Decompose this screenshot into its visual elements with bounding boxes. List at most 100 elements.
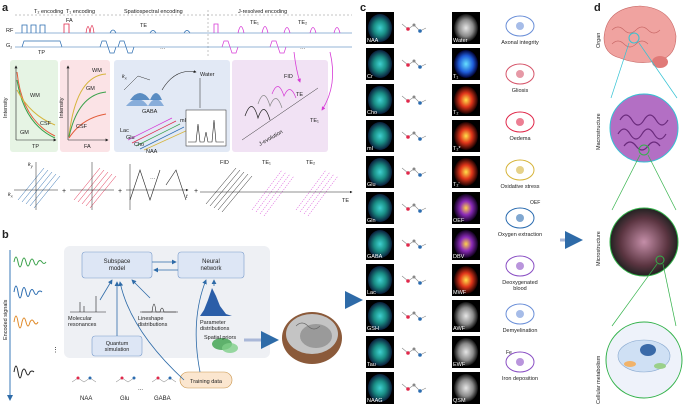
molecule-icon <box>401 347 427 357</box>
jres-fid: FID <box>284 74 293 80</box>
metabolite-map-gln: Gln <box>366 192 427 224</box>
te-label-a: TE <box>140 23 147 29</box>
molecule-ellipsis: ... <box>138 386 143 392</box>
fe-icon-label: Fe <box>506 350 512 356</box>
parameter-map-3: T₂* <box>452 120 480 152</box>
metabolite-label: Tau <box>367 362 376 368</box>
level-macrostructure: Macrostructure <box>596 113 602 150</box>
molecule-icon <box>401 59 427 69</box>
biomarker-label: Iron deposition <box>502 376 538 382</box>
organ-brain: Organ <box>596 5 677 68</box>
molecule-gaba: GABA <box>154 396 171 402</box>
plot2-ylabel: Intensity <box>59 97 65 118</box>
spectral-gaba: GABA <box>142 109 158 115</box>
t1-relaxation-plot: Intensity FA WM GM CSF <box>59 60 110 152</box>
plot2-curve-csf: CSF <box>76 124 88 130</box>
biomarker-4: Oxygen extraction <box>498 207 542 238</box>
kspace-plus-1: + <box>62 188 66 195</box>
parameter-label: MWF <box>453 290 467 296</box>
panel-b-letter: b <box>2 229 9 241</box>
parameter-map-9: EWF <box>452 336 480 368</box>
signals-more: ⋮ <box>52 347 59 354</box>
jres-te: TE <box>296 92 303 98</box>
cellular-metabolism: Cellular metabolism <box>596 321 683 404</box>
metabolite-map-glu: Glu <box>366 156 427 188</box>
metabolite-map-cho: Cho <box>366 84 427 116</box>
tp-label: TP <box>38 50 45 56</box>
biomarker-label: Axonal integrity <box>501 40 539 46</box>
molecule-icon <box>401 23 427 33</box>
molecule-icon <box>401 203 427 213</box>
rf-label: RF <box>6 28 14 34</box>
spectral-glu: Glu <box>126 135 135 141</box>
parameter-label: T₂' <box>453 182 460 188</box>
te2-label-a: TE₂ <box>298 20 307 26</box>
metabolite-map-lac: Lac <box>366 264 427 296</box>
metabolite-label: GSH <box>367 326 379 332</box>
kspace-t: t <box>186 194 188 200</box>
jresolved-label: J-resolved encoding <box>238 9 287 15</box>
training-data-box: Training data <box>118 279 233 389</box>
te1-label-a: TE₁ <box>250 20 259 26</box>
biomarker-label: Demyelination <box>503 328 538 334</box>
jresolved-panel: FID TE J-evolution TE₁ <box>232 51 334 152</box>
biomarker-label: Oedema <box>509 136 531 142</box>
molecule-naa: NAA <box>80 396 92 402</box>
plot1-curve-csf: CSF <box>40 121 52 127</box>
metabolite-label: Gln <box>367 218 376 224</box>
plot1-ylabel: Intensity <box>3 97 9 118</box>
parameter-label: T₂ <box>453 110 459 116</box>
kspace-kx-1: kx <box>8 192 14 199</box>
spectral-kx: kx <box>122 74 128 81</box>
spectral-lac: Lac <box>120 128 129 134</box>
biomarker-2: Oedema <box>505 111 535 142</box>
parameter-label: EWF <box>453 362 466 368</box>
biomarker-0: Axonal integrity <box>501 15 539 46</box>
level-microstructure: Microstructure <box>596 231 602 266</box>
training-data-label: Training data <box>190 379 223 385</box>
spatiospectral-label: Spatiospectral encoding <box>124 9 183 15</box>
molecule-icon <box>401 383 427 393</box>
pulse-sequence: T₂ encoding T₁ encoding Spatiospectral e… <box>6 9 352 56</box>
molecule-icon <box>401 311 427 321</box>
plot2-xlabel: FA <box>84 144 91 150</box>
biomarker-7: Iron deposition <box>502 351 538 382</box>
molecule-icon <box>401 275 427 285</box>
kspace-plus-2: + <box>118 188 122 195</box>
microstructure: Microstructure <box>596 207 679 277</box>
parameter-map-7: MWF <box>452 264 480 296</box>
metabolite-map-naa: NAA <box>366 12 427 44</box>
metabolite-map-gsh: GSH <box>366 300 427 332</box>
metabolite-label: NAA <box>367 38 379 44</box>
biomarker-label: Oxygen extraction <box>498 232 542 238</box>
spatial-priors-label: Spatial priors <box>204 335 236 341</box>
panel-c-letter: c <box>360 2 366 14</box>
kspace-te1: TE₁ <box>262 160 271 166</box>
metabolite-map-tau: Tau <box>366 336 427 368</box>
molecule-structures: NAA Glu ... GABA <box>71 376 177 402</box>
parameter-map-2: T₂ <box>452 84 480 116</box>
macrostructure: Macrostructure <box>596 93 679 163</box>
metabolite-label: NAAG <box>367 398 383 404</box>
kspace-te: TE <box>342 198 349 204</box>
parameter-label: DBV <box>453 254 465 260</box>
fa-label: FA <box>66 18 73 24</box>
metabolite-label: Glu <box>367 182 376 188</box>
parameter-label: Water <box>453 38 468 44</box>
level-organ: Organ <box>596 33 602 48</box>
plot1-xlabel: TP <box>32 144 39 150</box>
molecule-icon <box>401 167 427 177</box>
metabolite-label: mI <box>367 146 374 152</box>
